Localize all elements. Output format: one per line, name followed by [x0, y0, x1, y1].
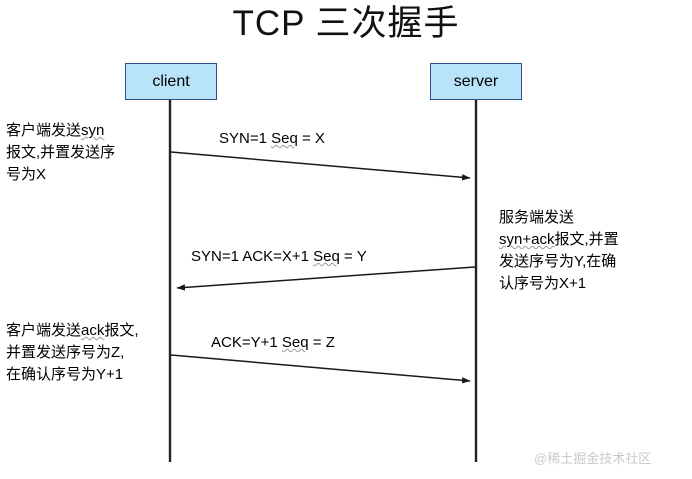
note-server-syn-ack-line2: syn+ack报文,并置	[499, 229, 689, 251]
note-client-ack-keyword: ack	[81, 322, 105, 339]
note-client-ack-line1: 客户端发送ack报文,	[6, 320, 176, 342]
note-client-ack-line3: 在确认序号为Y+1	[6, 366, 124, 383]
message-label-ack-prefix: ACK=Y+1	[211, 334, 282, 351]
watermark: @稀土掘金技术社区	[534, 451, 652, 466]
note-client-syn-line3: 号为X	[6, 166, 47, 183]
note-client-ack-line1-prefix: 客户端发送	[6, 322, 82, 339]
note-server-syn-ack-line2-suffix: 报文,并置	[554, 231, 619, 248]
node-server: server	[430, 63, 522, 100]
note-client-syn: 客户端发送syn 报文,并置发送序 号为X	[6, 120, 166, 186]
note-client-syn-line1: 客户端发送syn	[6, 120, 166, 142]
message-label-syn-ack: SYN=1 ACK=X+1 Seq = Y	[191, 248, 367, 265]
note-client-syn-line1-prefix: 客户端发送	[6, 122, 82, 139]
message-label-syn-suffix: = X	[297, 130, 325, 147]
note-client-syn-line2: 报文,并置发送序	[6, 144, 116, 161]
message-label-syn-ack-suffix: = Y	[339, 248, 367, 265]
message-label-ack-suffix: = Z	[308, 334, 335, 351]
node-server-label: server	[453, 72, 499, 90]
node-client: client	[125, 63, 217, 100]
note-server-syn-ack-line1: 服务端发送	[499, 209, 575, 226]
message-label-ack-seq: Seq	[281, 334, 309, 351]
note-server-syn-ack-keyword: syn+ack	[499, 231, 555, 248]
message-arrow-syn	[170, 151, 471, 181]
message-label-ack: ACK=Y+1 Seq = Z	[211, 334, 335, 351]
note-client-ack: 客户端发送ack报文, 并置发送序号为Z, 在确认序号为Y+1	[6, 320, 176, 386]
message-arrow-syn-ack	[176, 266, 476, 291]
message-label-syn: SYN=1 Seq = X	[219, 130, 325, 147]
message-label-syn-prefix: SYN=1	[219, 130, 272, 147]
note-server-syn-ack-line4: 认序号为X+1	[499, 275, 587, 292]
node-client-label: client	[152, 72, 190, 90]
note-server-syn-ack: 服务端发送 syn+ack报文,并置 发送序号为Y,在确 认序号为X+1	[499, 207, 689, 295]
message-arrow-ack	[170, 354, 471, 384]
page-title: TCP 三次握手	[232, 4, 460, 43]
note-server-syn-ack-line3: 发送序号为Y,在确	[499, 253, 617, 270]
message-label-syn-seq: Seq	[271, 130, 298, 147]
note-client-ack-line2: 并置发送序号为Z,	[6, 344, 125, 361]
message-label-syn-ack-prefix: SYN=1 ACK=X+1	[191, 248, 314, 265]
note-client-syn-keyword: syn	[81, 122, 105, 139]
note-client-ack-line1-suffix: 报文,	[104, 322, 139, 339]
message-label-syn-ack-seq: Seq	[313, 248, 340, 265]
